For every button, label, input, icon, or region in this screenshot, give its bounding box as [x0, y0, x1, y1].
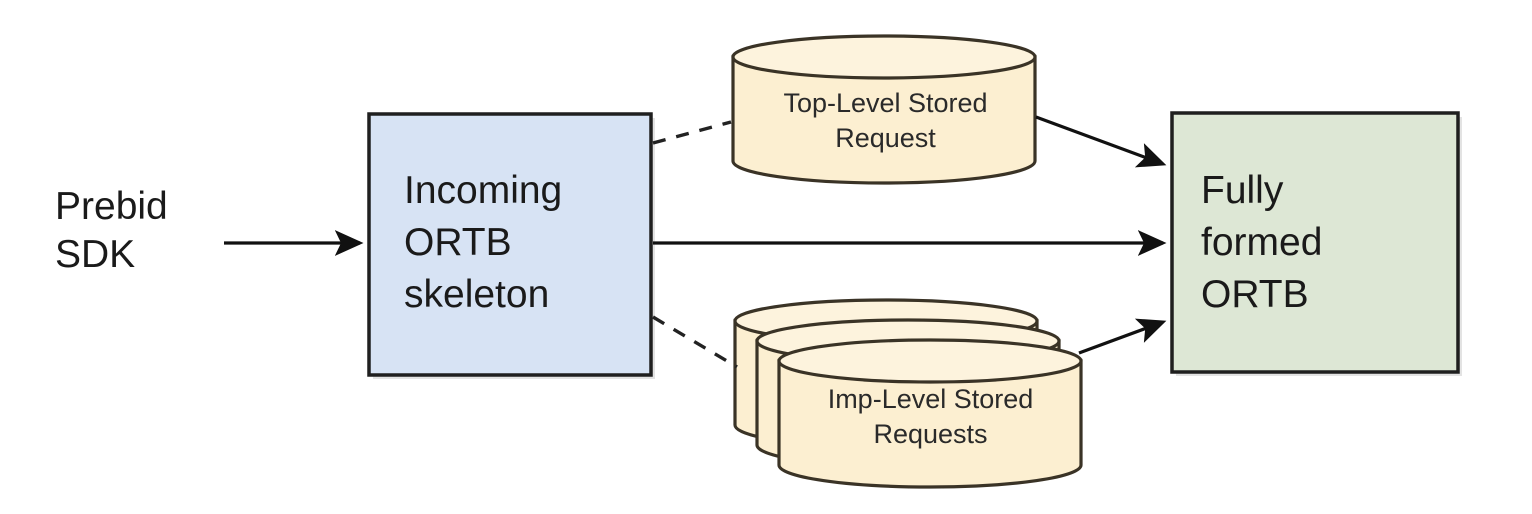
cylinder-front	[777, 338, 1083, 489]
node-incoming-ortb-skeleton[interactable]	[367, 112, 653, 377]
edge-imp-level-to-fully-formed[interactable]	[1078, 318, 1167, 355]
edge-top-level-to-fully-formed[interactable]	[1035, 115, 1167, 168]
node-fully-formed-ortb[interactable]	[1170, 111, 1460, 374]
node-imp-level-stored-requests[interactable]	[733, 298, 1083, 489]
edge-skeleton-to-top-level[interactable]	[652, 120, 732, 145]
edge-skeleton-to-imp-level[interactable]	[652, 315, 738, 369]
node-top-level-stored-request[interactable]	[731, 34, 1037, 185]
